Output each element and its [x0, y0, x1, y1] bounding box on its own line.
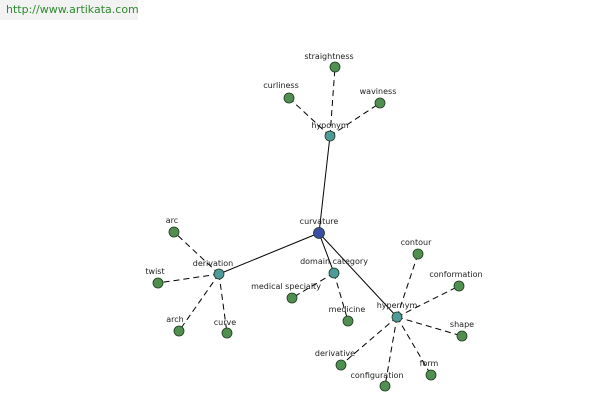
node-contour[interactable] [412, 248, 424, 260]
node-hypernym[interactable] [391, 311, 403, 323]
node-curvature[interactable] [313, 227, 325, 239]
node-curve[interactable] [221, 327, 233, 339]
node-label-medical-specialty: medical specialty [251, 282, 321, 291]
edge-curvature-derivation [218, 232, 320, 275]
node-label-waviness: waviness [360, 87, 397, 96]
edge-derivation-arch [178, 273, 220, 332]
node-domain-category[interactable] [328, 267, 340, 279]
node-label-medicine: medicine [329, 305, 366, 314]
node-derivative[interactable] [335, 359, 347, 371]
edge-hyponym-curliness [288, 97, 331, 137]
node-label-curliness: curliness [263, 81, 299, 90]
edge-domain-category-medical-specialty [291, 272, 335, 299]
edge-hyponym-waviness [329, 102, 381, 137]
watermark-bar: http://www.artikata.com [0, 0, 139, 20]
node-label-derivative: derivative [315, 349, 355, 358]
node-conformation[interactable] [453, 280, 465, 292]
node-hyponym[interactable] [324, 130, 336, 142]
node-arc[interactable] [168, 226, 180, 238]
edge-hypernym-conformation [396, 285, 460, 318]
edge-derivation-twist [157, 273, 220, 284]
node-label-domain-category: domain category [300, 257, 368, 266]
edge-curvature-hypernym [318, 232, 398, 318]
watermark-link[interactable]: http://www.artikata.com [6, 3, 139, 16]
node-curliness[interactable] [283, 92, 295, 104]
node-label-hypernym: hypernym [377, 301, 418, 310]
node-straightness[interactable] [329, 61, 341, 73]
node-label-curvature: curvature [300, 217, 339, 226]
node-label-conformation: conformation [429, 270, 482, 279]
edge-hypernym-derivative [340, 316, 398, 366]
nodes-layer [152, 61, 468, 392]
edge-hypernym-configuration [384, 316, 398, 387]
edge-hyponym-straightness [329, 66, 336, 137]
node-medicine[interactable] [342, 315, 354, 327]
edge-domain-category-medicine [333, 272, 349, 322]
edge-hypernym-form [396, 316, 432, 376]
node-configuration[interactable] [379, 380, 391, 392]
edge-hypernym-shape [396, 316, 463, 337]
edge-curvature-domain-category [318, 232, 335, 274]
node-twist[interactable] [152, 277, 164, 289]
node-label-arch: arch [166, 315, 183, 324]
node-label-shape: shape [450, 320, 474, 329]
node-derivation[interactable] [213, 268, 225, 280]
node-label-arc: arc [166, 216, 178, 225]
edge-curvature-hyponym [318, 135, 331, 234]
edge-derivation-arc [173, 231, 220, 275]
edge-hypernym-contour [396, 253, 419, 318]
node-medical-specialty[interactable] [286, 292, 298, 304]
node-label-configuration: configuration [350, 371, 403, 380]
node-waviness[interactable] [374, 97, 386, 109]
node-label-contour: contour [401, 238, 432, 247]
node-label-curve: curve [214, 318, 236, 327]
node-label-form: form [420, 359, 439, 368]
node-arch[interactable] [173, 325, 185, 337]
node-label-straightness: straightness [304, 52, 353, 61]
node-label-hyponym: hyponym [311, 121, 349, 130]
edges-layer [157, 66, 463, 387]
labels-layer: curvature hyponym derivation domain categor… [145, 52, 482, 380]
node-shape[interactable] [456, 330, 468, 342]
node-label-derivation: derivation [193, 259, 233, 268]
node-label-twist: twist [145, 267, 164, 276]
node-form[interactable] [425, 369, 437, 381]
